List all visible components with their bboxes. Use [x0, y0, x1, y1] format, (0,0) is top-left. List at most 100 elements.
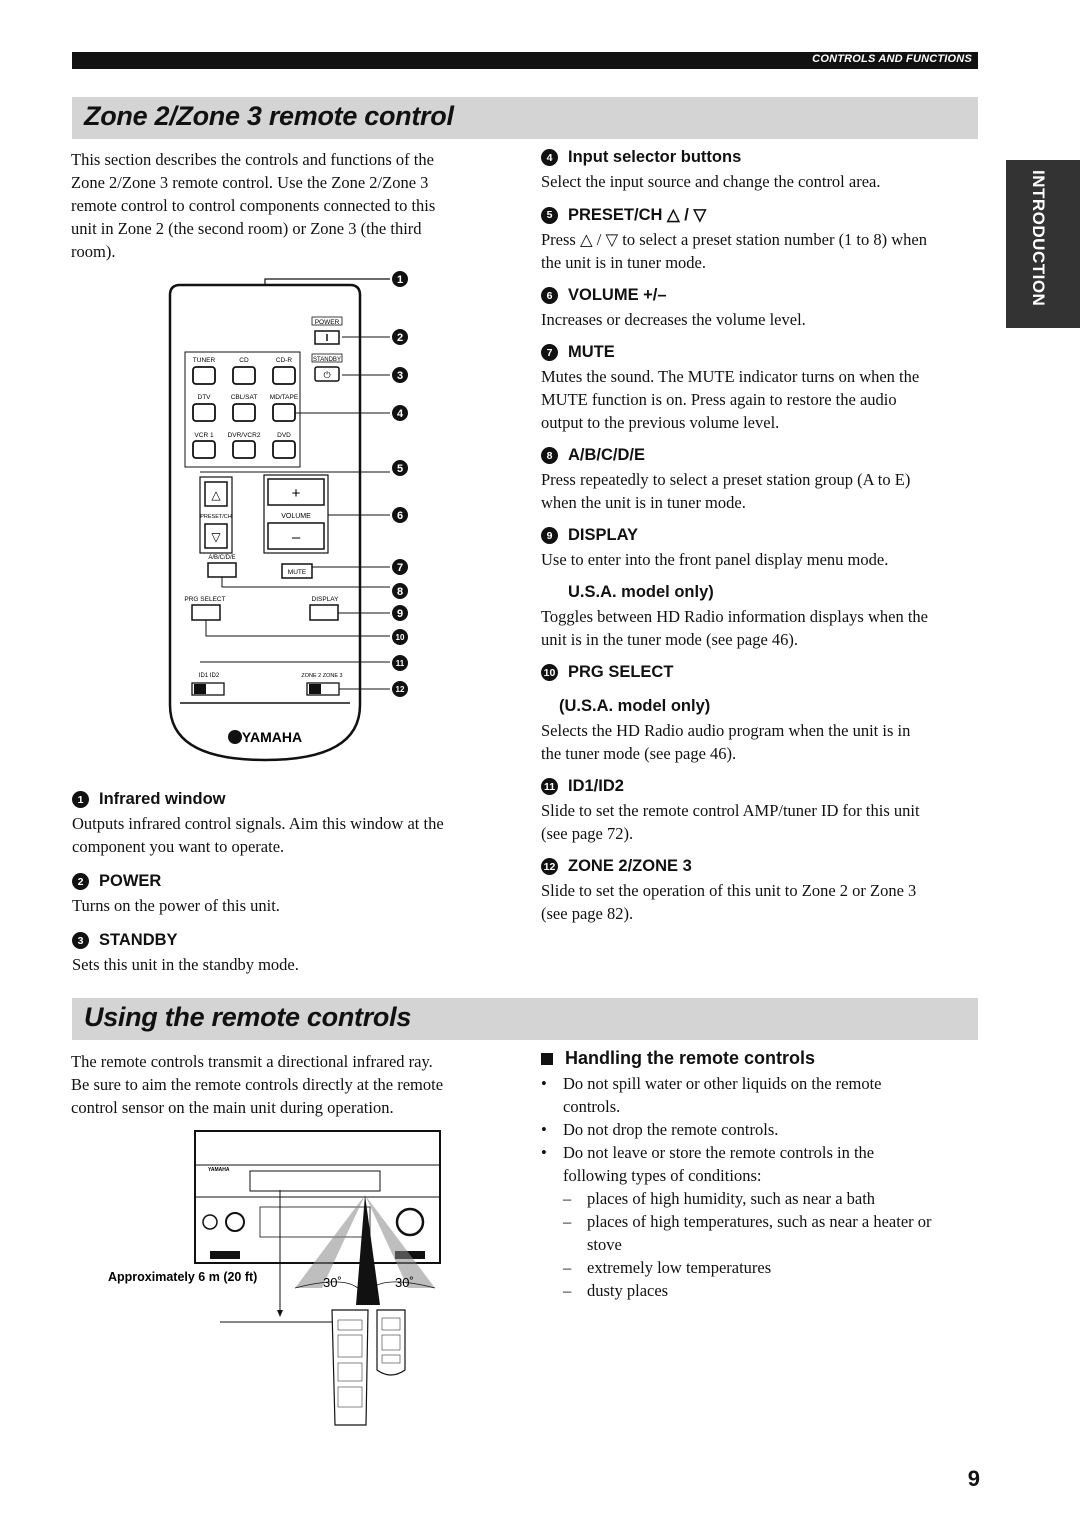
preset-up-button[interactable] [204, 481, 228, 507]
id-label: ID1 ID2 [199, 673, 220, 679]
svg-text:2: 2 [397, 332, 403, 344]
standby-button[interactable] [314, 366, 340, 382]
item-usa-model-display: U.S.A. model only) [568, 583, 714, 601]
prg-select-button[interactable] [191, 604, 221, 621]
remote-range-figure: YAMAHA 30˚ 30˚ Approximately 6 m (20 ft) [108, 1130, 441, 1426]
handling-title: Handling the remote controls [541, 1048, 981, 1069]
prgselect-label: PRG SELECT [184, 596, 225, 603]
abcde-button[interactable] [207, 562, 237, 578]
using-intro: The remote controls transmit a direction… [71, 1052, 444, 1117]
presetch-label: PRESET/CH [200, 514, 232, 520]
dash-item: –extremely low temperatures [563, 1258, 772, 1277]
text-line: unit in Zone 2 (the second room) or Zone… [71, 219, 422, 238]
distance-label: Approximately 6 m (20 ft) [108, 1270, 257, 1284]
angle-right-label: 30˚ [395, 1275, 414, 1290]
section-heading-using-remote: Using the remote controls [72, 998, 978, 1040]
svg-text:8: 8 [397, 586, 403, 598]
dtv-button[interactable] [192, 403, 216, 422]
text-line: remote control to control components con… [71, 196, 436, 215]
svg-text:10: 10 [396, 633, 405, 642]
tuner-button[interactable] [192, 366, 216, 385]
remote-control-illustration: POWER TUNER CD CD-R STANDBY ⏻ DTV CBL/SA… [168, 271, 408, 762]
svg-text:3: 3 [397, 370, 403, 382]
item-usa-model-prg: (U.S.A. model only) [559, 697, 711, 715]
yamaha-logo: YAMAHA [242, 729, 302, 745]
main-remote-icon [331, 1309, 369, 1426]
svg-text:11: 11 [396, 659, 405, 668]
svg-text:12: 12 [396, 685, 405, 694]
svg-text:9: 9 [397, 608, 403, 620]
section-title: Using the remote controls [84, 1002, 412, 1032]
dash-item: –dusty places [563, 1281, 669, 1300]
dvd-button[interactable] [272, 440, 296, 459]
svg-text:5: 5 [397, 463, 403, 475]
angle-left-label: 30˚ [323, 1275, 342, 1290]
text-line: room). [71, 242, 116, 261]
volume-plus-glyph: + [292, 485, 301, 502]
cd-label: CD [239, 357, 249, 364]
volume-down-button[interactable] [267, 522, 325, 550]
cblsat-button[interactable] [232, 403, 256, 422]
svg-text:△: △ [211, 488, 221, 502]
display-label: DISPLAY [312, 596, 340, 603]
cdr-label: CD-R [276, 357, 293, 364]
vcr1-label: VCR 1 [194, 432, 214, 439]
zone-remote-icon [376, 1309, 406, 1376]
page-number: 9 [967, 1466, 980, 1491]
handling-section: Handling the remote controls •Do not spi… [541, 1048, 981, 1302]
dvd-label: DVD [277, 432, 291, 439]
callout-numbers: 1 2 3 4 5 6 7 8 9 10 11 12 [392, 271, 408, 697]
volume-label: VOLUME [281, 513, 311, 520]
dvrvcr2-button[interactable] [232, 440, 256, 459]
volume-up-button[interactable] [267, 478, 325, 506]
svg-text:▽: ▽ [211, 530, 221, 544]
text-line: This section describes the controls and … [71, 150, 434, 169]
svg-text:1: 1 [397, 274, 403, 286]
mute-button[interactable] [281, 563, 313, 579]
bullet-item: •Do not leave or store the remote contro… [541, 1143, 875, 1185]
zone-label: ZONE 2 ZONE 3 [301, 673, 342, 679]
svg-text:6: 6 [397, 510, 403, 522]
mute-label: MUTE [288, 569, 307, 576]
section-title: Zone 2/Zone 3 remote control [84, 101, 454, 131]
tuner-label: TUNER [193, 357, 216, 364]
volume-minus-glyph: – [292, 529, 301, 546]
mdtape-button[interactable] [272, 403, 296, 422]
display-button[interactable] [309, 604, 339, 621]
bullet-item: •Do not spill water or other liquids on … [541, 1074, 882, 1116]
power-label: POWER [315, 319, 340, 326]
dtv-label: DTV [198, 394, 212, 401]
side-tab-label: INTRODUCTION [1029, 170, 1048, 307]
svg-text:4: 4 [397, 408, 404, 420]
standby-label: STANDBY [313, 357, 341, 363]
side-tab: INTRODUCTION [1006, 160, 1080, 328]
cdr-button[interactable] [272, 366, 296, 385]
cd-button[interactable] [232, 366, 256, 385]
mdtape-label: MD/TAPE [270, 394, 299, 401]
vcr1-button[interactable] [192, 440, 216, 459]
dvrvcr2-label: DVR/VCR2 [228, 432, 261, 439]
abcde-label: A/B/C/D/E [208, 555, 235, 561]
dash-item: –places of high temperatures, such as ne… [563, 1212, 932, 1254]
cblsat-label: CBL/SAT [231, 394, 258, 401]
header-bar: CONTROLS AND FUNCTIONS [72, 52, 978, 69]
svg-text:YAMAHA: YAMAHA [208, 1167, 230, 1173]
dash-item: –places of high humidity, such as near a… [563, 1189, 876, 1208]
svg-text:⏻: ⏻ [323, 370, 330, 380]
preset-down-button[interactable] [204, 523, 228, 549]
svg-text:7: 7 [397, 562, 403, 574]
section-heading-zone-remote: Zone 2/Zone 3 remote control [72, 97, 978, 139]
